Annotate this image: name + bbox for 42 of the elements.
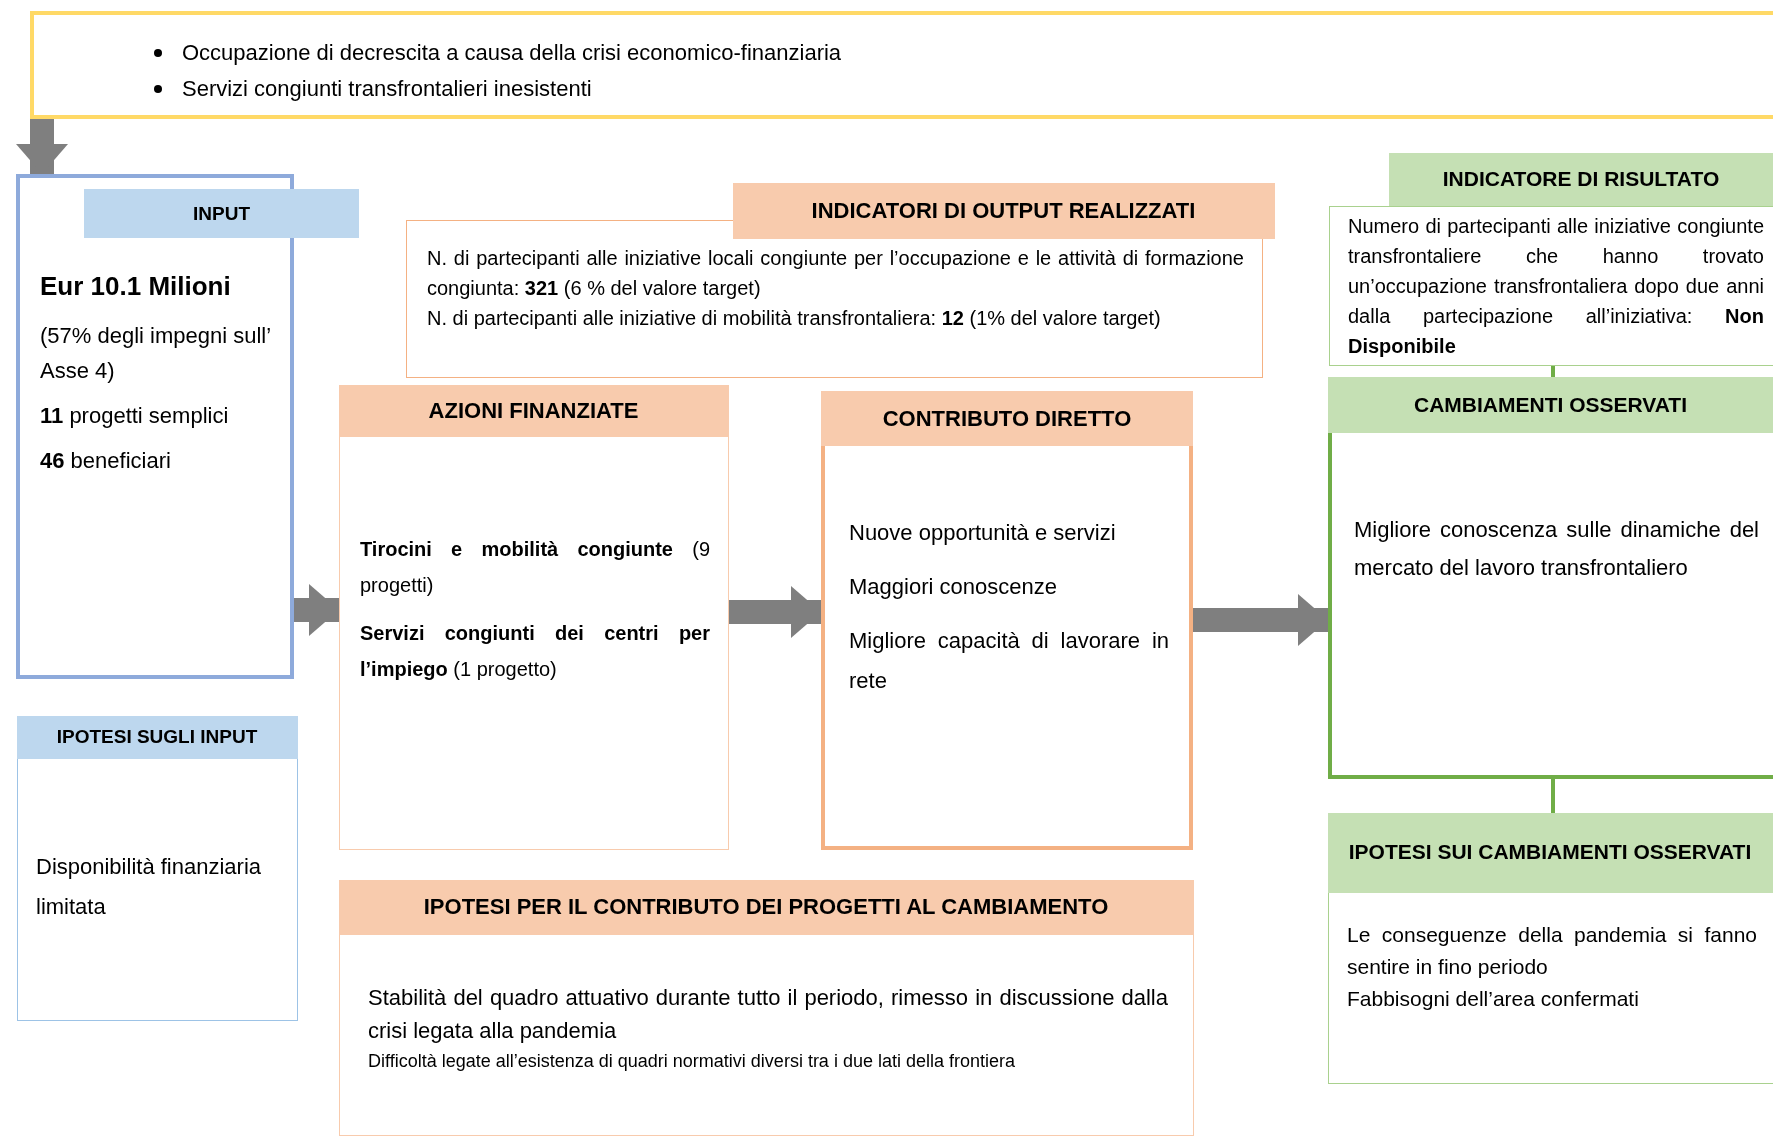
block-arrow — [294, 584, 339, 636]
block-arrow — [729, 586, 821, 638]
connector-line — [1551, 779, 1555, 813]
body-text: Numero di partecipanti alle iniziative congiunte transfrontaliere che hanno trovato un’occupazione transfrontaliera dopo due anni dalla partecipazione all’iniziativa: Non Disponibile — [1348, 214, 1764, 359]
text-box — [30, 11, 1773, 119]
body-text: Nuove opportunità e servizi — [849, 519, 1117, 547]
body-text: (57% degli impegni sull’ Asse 4) — [40, 321, 272, 385]
box-heading: AZIONI FINANZIATE — [338, 384, 729, 437]
body-text: Difficoltà legate all’esistenza di quadri normativi diversi tra i due lati della frontiera — [368, 1050, 1016, 1073]
body-text: N. di partecipanti alle iniziative di mobilità transfrontaliera: 12 (1% del valore target) — [427, 306, 1162, 331]
box-heading: INDICATORI DI OUTPUT REALIZZATI — [732, 182, 1275, 239]
body-text: Le conseguenze della pandemia si fanno sentire in fino periodo — [1347, 922, 1757, 980]
bullet-item: Occupazione di decrescita a causa della crisi economico-finanziaria — [182, 39, 843, 67]
text-box — [339, 880, 1194, 1136]
body-text: Disponibilità finanziaria limitata — [36, 853, 262, 921]
body-text: Migliore capacità di lavorare in rete — [849, 627, 1169, 695]
body-text: 11 progetti semplici — [40, 401, 230, 430]
box-heading: IPOTESI PER IL CONTRIBUTO DEI PROGETTI AL CAMBIAMENTO — [338, 879, 1194, 935]
text-box — [17, 716, 298, 1021]
body-text: Fabbisogni dell’area confermati — [1347, 986, 1640, 1012]
box-heading: IPOTESI SUI CAMBIAMENTI OSSERVATI — [1327, 812, 1773, 893]
body-text: Eur 10.1 Milioni — [40, 270, 232, 303]
body-text: N. di partecipanti alle iniziative locali congiunte per l’occupazione e le attività di formazione congiunta: 321 (6 % del valore target) — [427, 246, 1244, 301]
text-box — [1328, 377, 1773, 779]
box-heading: INDICATORE DI RISULTATO — [1388, 152, 1773, 206]
body-text: Migliore conoscenza sulle dinamiche del mercato del lavoro transfrontaliero — [1354, 516, 1759, 582]
body-text: 46 beneficiari — [40, 446, 172, 475]
body-text: Stabilità del quadro attuativo durante tutto il periodo, rimesso in discussione dalla crisi legata alla pandemia — [368, 984, 1168, 1045]
text-box — [339, 385, 729, 850]
connector-line — [1551, 366, 1555, 377]
text-box — [821, 391, 1193, 850]
block-arrow — [16, 119, 68, 174]
box-heading: IPOTESI SUGLI INPUT — [16, 715, 298, 759]
bullet-item: Servizi congiunti transfrontalieri inesistenti — [182, 75, 593, 103]
body-text: Servizi congiunti dei centri per l’impiego (1 progetto) — [360, 621, 710, 682]
body-text: Maggiori conoscenze — [849, 573, 1058, 601]
box-heading: INPUT — [84, 189, 359, 238]
block-arrow — [1193, 594, 1328, 646]
text-box — [1328, 813, 1773, 1084]
box-heading: CAMBIAMENTI OSSERVATI — [1328, 377, 1773, 433]
body-text: Tirocini e mobilità congiunte (9 progetti) — [360, 537, 710, 598]
box-heading: CONTRIBUTO DIRETTO — [821, 391, 1193, 446]
